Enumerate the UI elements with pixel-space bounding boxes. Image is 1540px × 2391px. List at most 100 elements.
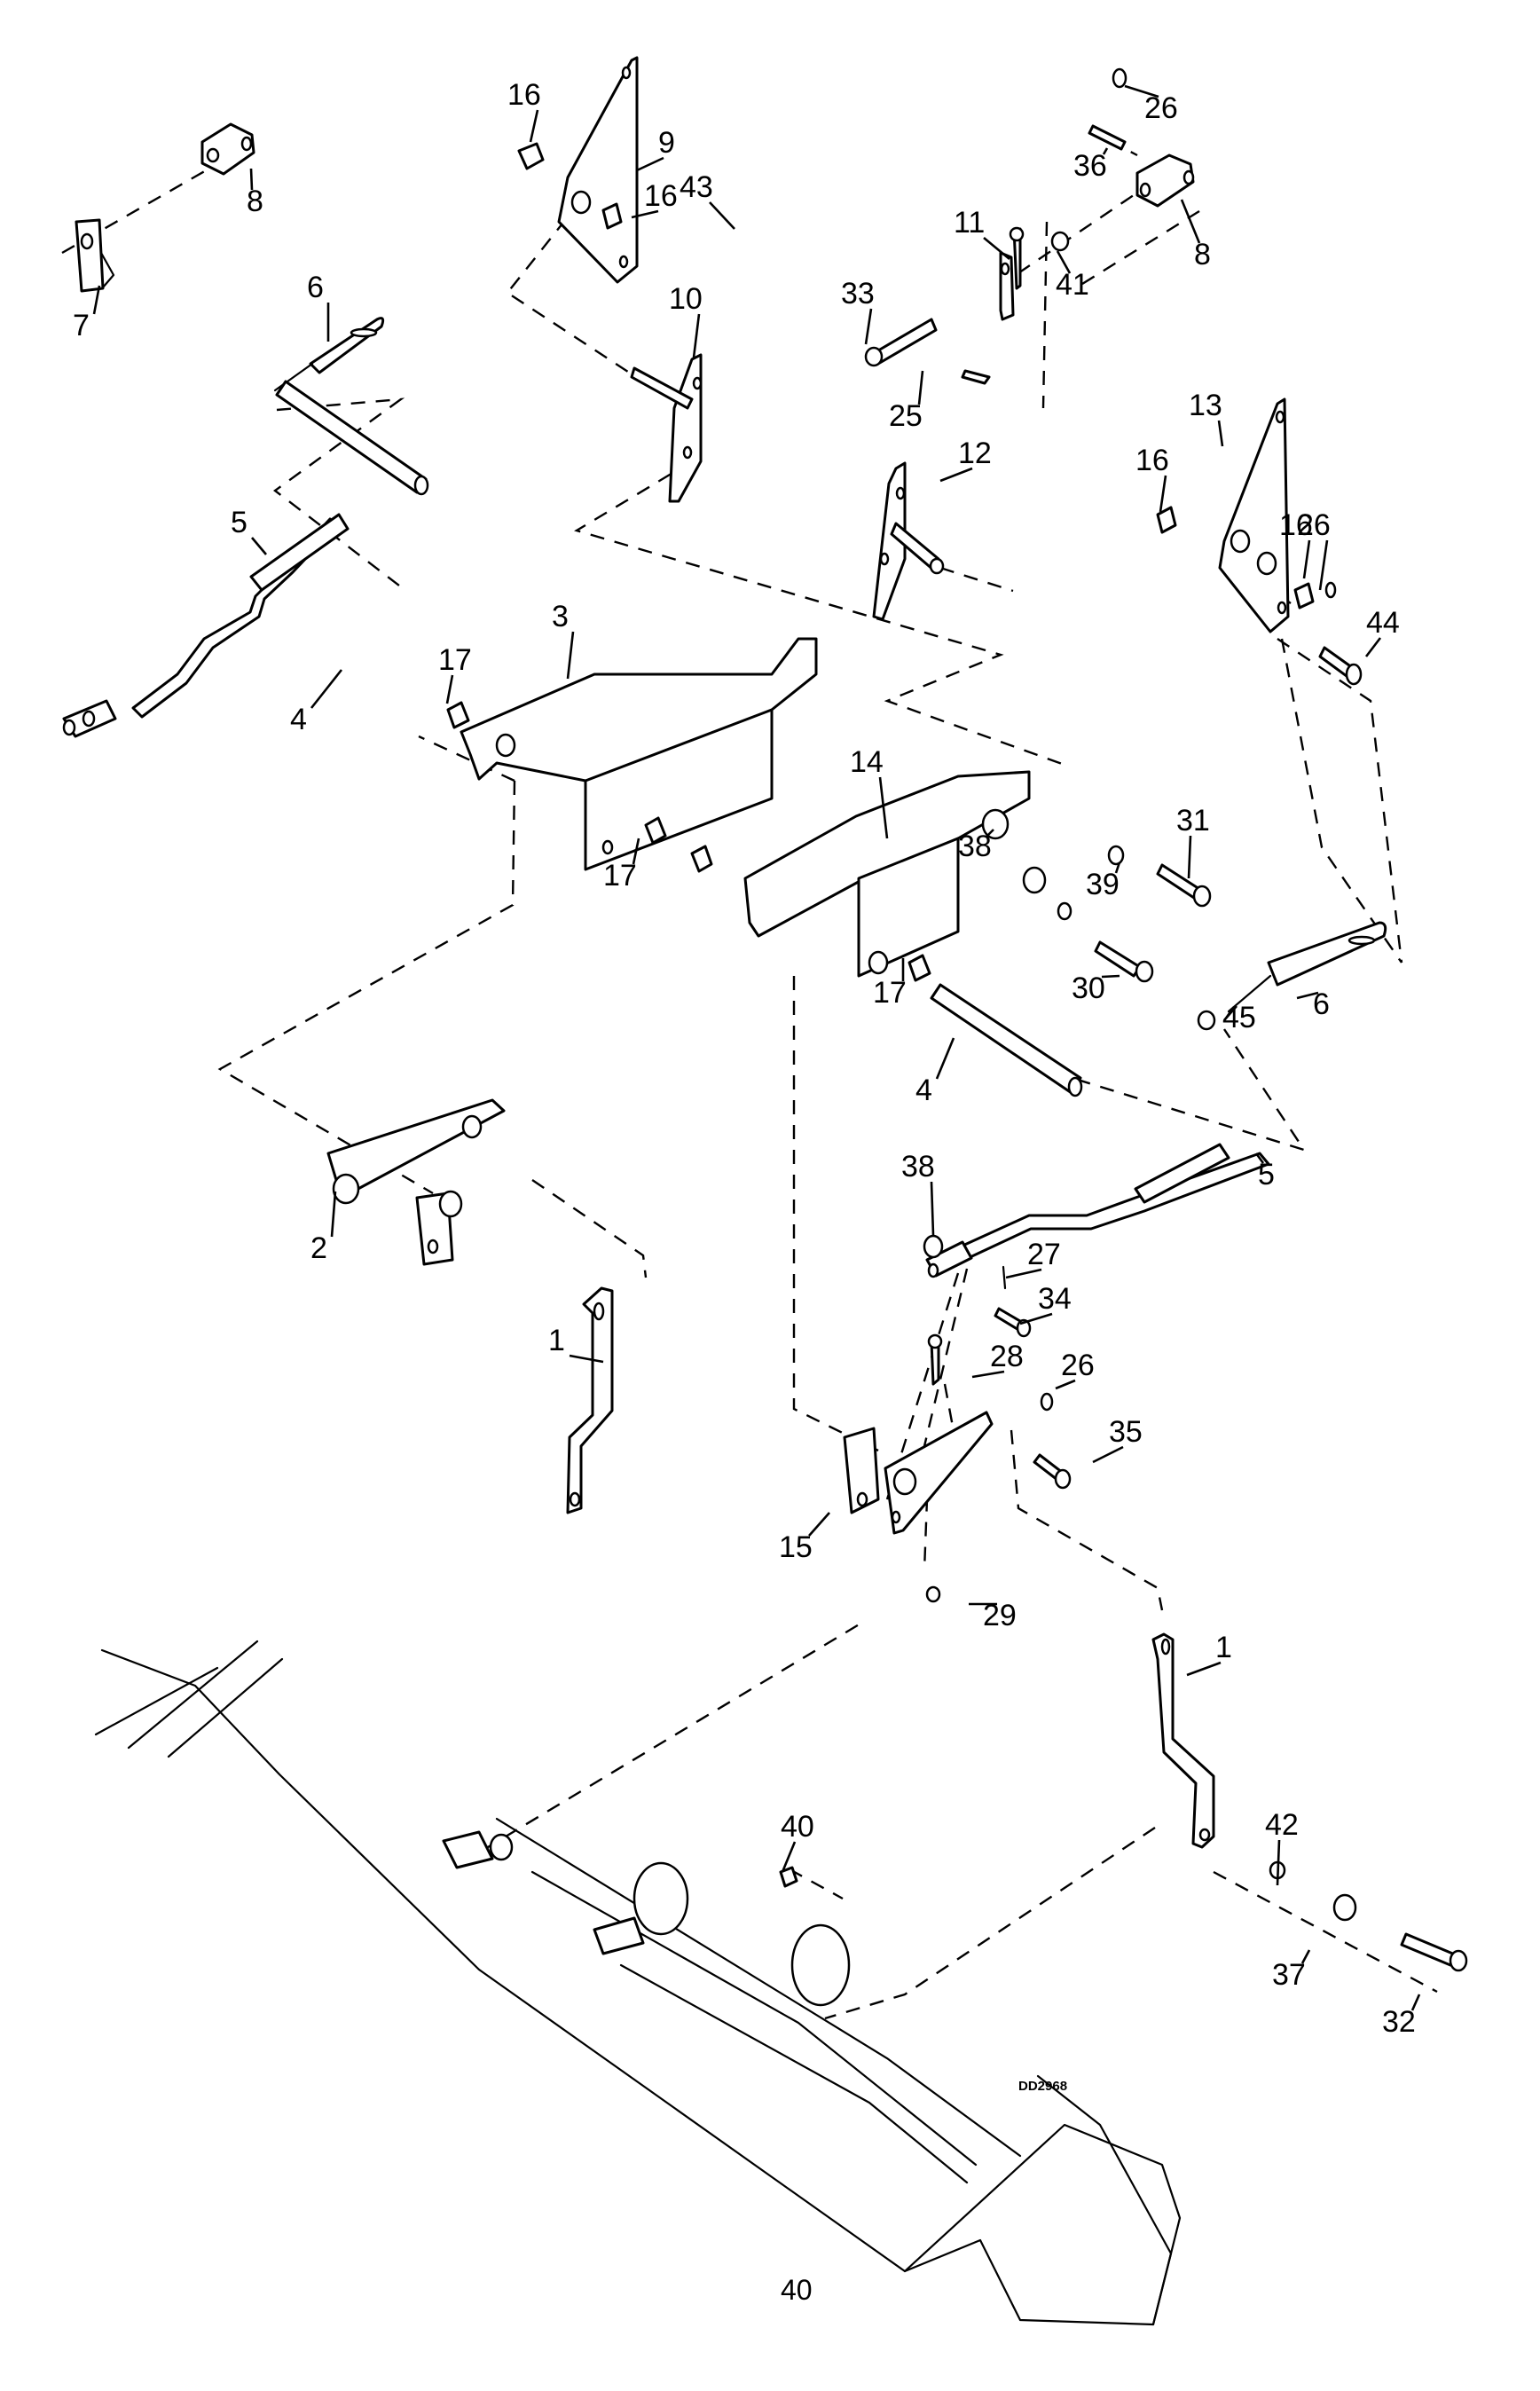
part-31-head <box>1192 885 1212 908</box>
callout-label-13: 13 <box>1189 389 1222 422</box>
callout-label-8: 8 <box>1194 238 1211 271</box>
callout-leader-16 <box>1302 539 1311 579</box>
callout-leader-6 <box>1296 991 1319 1000</box>
callout-label-40: 40 <box>781 1810 814 1844</box>
callout-label-39: 39 <box>1086 868 1120 901</box>
part-7-hole <box>80 232 94 250</box>
callout-leader-16 <box>1159 475 1167 513</box>
deck-rail <box>530 1870 978 2167</box>
part-5-rod-b <box>930 1152 1270 1275</box>
callout-leader-7 <box>92 285 101 315</box>
part-9-boss <box>570 190 592 215</box>
callout-label-9: 9 <box>658 126 675 160</box>
part-5-sleeve <box>249 513 350 592</box>
part-30-bolt <box>1094 940 1142 978</box>
deck-outline <box>100 1648 1173 2326</box>
deck-wheel <box>790 1923 851 2007</box>
part-1-hole <box>569 1491 581 1507</box>
part-37-washer <box>1332 1893 1357 1922</box>
part-13-hole <box>1275 410 1285 424</box>
part-9-hole <box>618 255 629 269</box>
callout-label-33: 33 <box>841 277 875 311</box>
callout-leader-4 <box>310 669 343 709</box>
deck-rail <box>619 1963 969 2184</box>
callout-label-4: 4 <box>915 1074 932 1107</box>
part-12-plate <box>872 461 907 621</box>
part-14-side <box>857 837 960 978</box>
deck-edge <box>127 1640 259 1750</box>
callout-label-35: 35 <box>1109 1415 1143 1449</box>
part-1-hole <box>1160 1638 1171 1656</box>
part-8-yoke-r <box>1135 153 1195 208</box>
callout-leaders <box>92 84 1421 2011</box>
part-7-tab <box>99 251 115 289</box>
assembly-line <box>1213 1870 1438 1994</box>
part-2-hole <box>427 1239 439 1254</box>
assembly-line <box>912 1268 969 1491</box>
callout-label-32: 32 <box>1382 2005 1416 2039</box>
callout-label-17: 17 <box>438 643 472 677</box>
part-17-bushing <box>446 701 470 729</box>
callout-label-6: 6 <box>1313 987 1330 1021</box>
deck-front <box>903 2123 1182 2326</box>
callout-leader-5 <box>1254 1152 1265 1164</box>
callout-label-15: 15 <box>779 1530 813 1564</box>
assembly-dashed-lines <box>61 138 1438 2020</box>
assembly-line <box>1277 638 1403 963</box>
callout-labels: 7861691610433626811413325121316162644541… <box>73 78 1416 2039</box>
callout-label-17: 17 <box>873 976 907 1010</box>
assembly-line <box>824 1827 1156 2020</box>
part-17-bushing <box>690 845 713 873</box>
callout-label-12: 12 <box>958 437 992 470</box>
callout-label-36: 36 <box>1073 149 1107 183</box>
callout-leader-2 <box>330 1191 337 1238</box>
part-5-hole <box>62 719 76 736</box>
callout-label-1: 1 <box>1215 1631 1232 1664</box>
part-6-rod <box>309 317 385 374</box>
callout-leader-3 <box>566 631 575 680</box>
part-10-plate <box>668 353 703 503</box>
callout-label-2: 2 <box>310 1231 327 1265</box>
callout-leader-31 <box>1187 835 1192 879</box>
callout-label-16: 16 <box>644 179 678 213</box>
part-9-hole <box>621 66 632 80</box>
part-17-bushing <box>644 816 667 845</box>
part-26-clip <box>1040 1392 1054 1412</box>
assembly-line <box>217 780 516 1195</box>
part-11-hole <box>1000 262 1010 276</box>
callout-label-30: 30 <box>1072 971 1105 1005</box>
part-8-hole <box>1182 169 1195 185</box>
part-13-bracket <box>1218 397 1290 633</box>
part-45-nut <box>1197 1010 1216 1031</box>
deck-mount <box>442 1830 494 1869</box>
callout-leader-26 <box>1124 84 1159 98</box>
part-32-bolt <box>1400 1932 1457 1967</box>
part-3-side <box>584 708 774 871</box>
callout-leader-4 <box>935 1037 955 1080</box>
callout-leader-10 <box>692 313 701 358</box>
drawing-id: DD2968 <box>1018 2079 1067 2094</box>
callout-leader-17 <box>445 674 454 704</box>
callout-label-26: 26 <box>1061 1349 1095 1382</box>
part-44-head <box>1345 663 1363 686</box>
callout-label-16: 16 <box>1279 508 1313 542</box>
callout-leader-42 <box>1276 1839 1281 1886</box>
assembly-line <box>1010 1429 1164 1611</box>
part-15-bracket <box>843 1427 880 1514</box>
assembly-line <box>1081 209 1200 286</box>
callout-label-38: 38 <box>958 830 992 863</box>
part-39-washer <box>1057 901 1072 921</box>
part-43-head <box>1009 226 1025 242</box>
callout-leader-43 <box>709 201 735 230</box>
deck-edge <box>94 1666 219 1736</box>
part-6-slot <box>350 327 378 338</box>
callout-label-25: 25 <box>889 399 923 433</box>
callout-leader-39 <box>1114 861 1121 874</box>
part-6-rod-r <box>1267 921 1387 987</box>
part-14-hole <box>868 950 889 975</box>
assembly-line <box>1002 181 1154 285</box>
part-1-link <box>566 1286 614 1514</box>
assembly-line <box>574 460 1065 767</box>
callout-leader-33 <box>864 308 873 345</box>
part-1-link-r <box>1151 1632 1215 1849</box>
